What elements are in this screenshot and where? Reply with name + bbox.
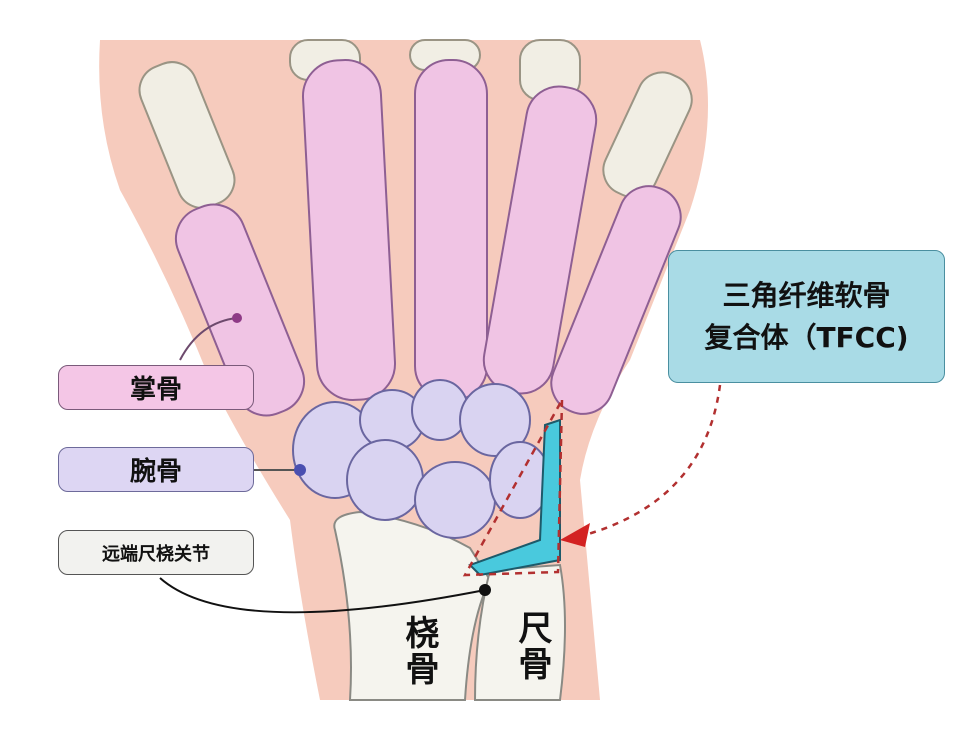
tfcc-label-line2: 复合体（TFCC) <box>704 320 909 354</box>
metacarpal-dot <box>232 313 242 323</box>
arrow-head-icon <box>560 523 590 547</box>
metacarpal-label: 掌骨 <box>58 365 254 410</box>
druj-leader <box>159 577 486 614</box>
carpal-dot <box>294 464 306 476</box>
tfcc-label-line1: 三角纤维软骨 <box>722 278 891 312</box>
druj-dot <box>479 584 491 596</box>
metacarpal-leader <box>179 317 238 361</box>
tfcc-pointer-arrow <box>584 384 722 537</box>
tfcc-label: 三角纤维软骨 复合体（TFCC) <box>668 250 945 383</box>
tfcc-dashed-outline <box>462 399 564 577</box>
metacarpal-bones <box>174 59 682 417</box>
carpal-label: 腕骨 <box>58 447 254 492</box>
ulna-label: 尺骨 <box>512 610 552 682</box>
radius-label: 桡骨 <box>399 615 439 687</box>
druj-label: 远端尺桡关节 <box>58 530 254 575</box>
ulna-bone <box>473 563 566 701</box>
radius-bone <box>333 510 492 701</box>
carpal-bones <box>292 379 551 539</box>
